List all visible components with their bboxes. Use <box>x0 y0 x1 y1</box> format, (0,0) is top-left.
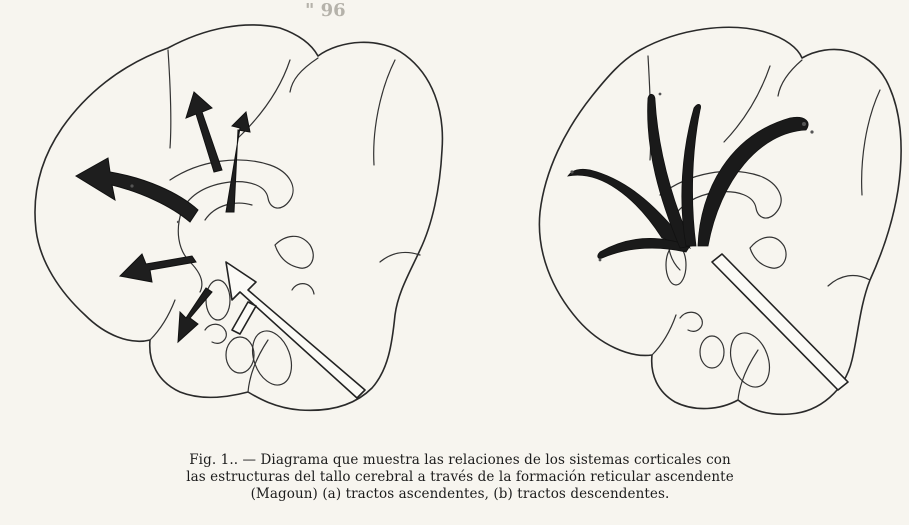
cortex-outline-left <box>35 25 442 410</box>
dark-arrow-up-2 <box>226 112 250 212</box>
descending-tract-right <box>698 117 808 246</box>
figure-caption: Fig. 1.. — Diagrama que muestra las rela… <box>120 452 800 503</box>
dark-arrow-left <box>120 254 196 282</box>
dark-arrow-down-left <box>178 288 212 342</box>
dark-arrow-upper-left <box>76 158 198 222</box>
caption-line-3: (Magoun) (a) tractos ascendentes, (b) tr… <box>120 486 800 503</box>
caption-line-2: las estructuras del tallo cerebral a tra… <box>120 469 800 486</box>
descending-tract-up-2 <box>682 104 701 246</box>
descending-tract-lower-left <box>598 238 690 258</box>
brain-right-descending <box>539 27 901 414</box>
cortex-outline-right <box>539 27 901 414</box>
brainstem-tract-white <box>712 254 848 390</box>
caption-line-1: Fig. 1.. — Diagrama que muestra las rela… <box>120 452 800 469</box>
ascending-arrow-branch <box>232 302 256 334</box>
brain-left-ascending <box>35 25 442 410</box>
brain-diagrams <box>0 0 909 440</box>
ascending-arrow-white <box>226 262 365 398</box>
dark-arrow-up-1 <box>186 92 222 172</box>
